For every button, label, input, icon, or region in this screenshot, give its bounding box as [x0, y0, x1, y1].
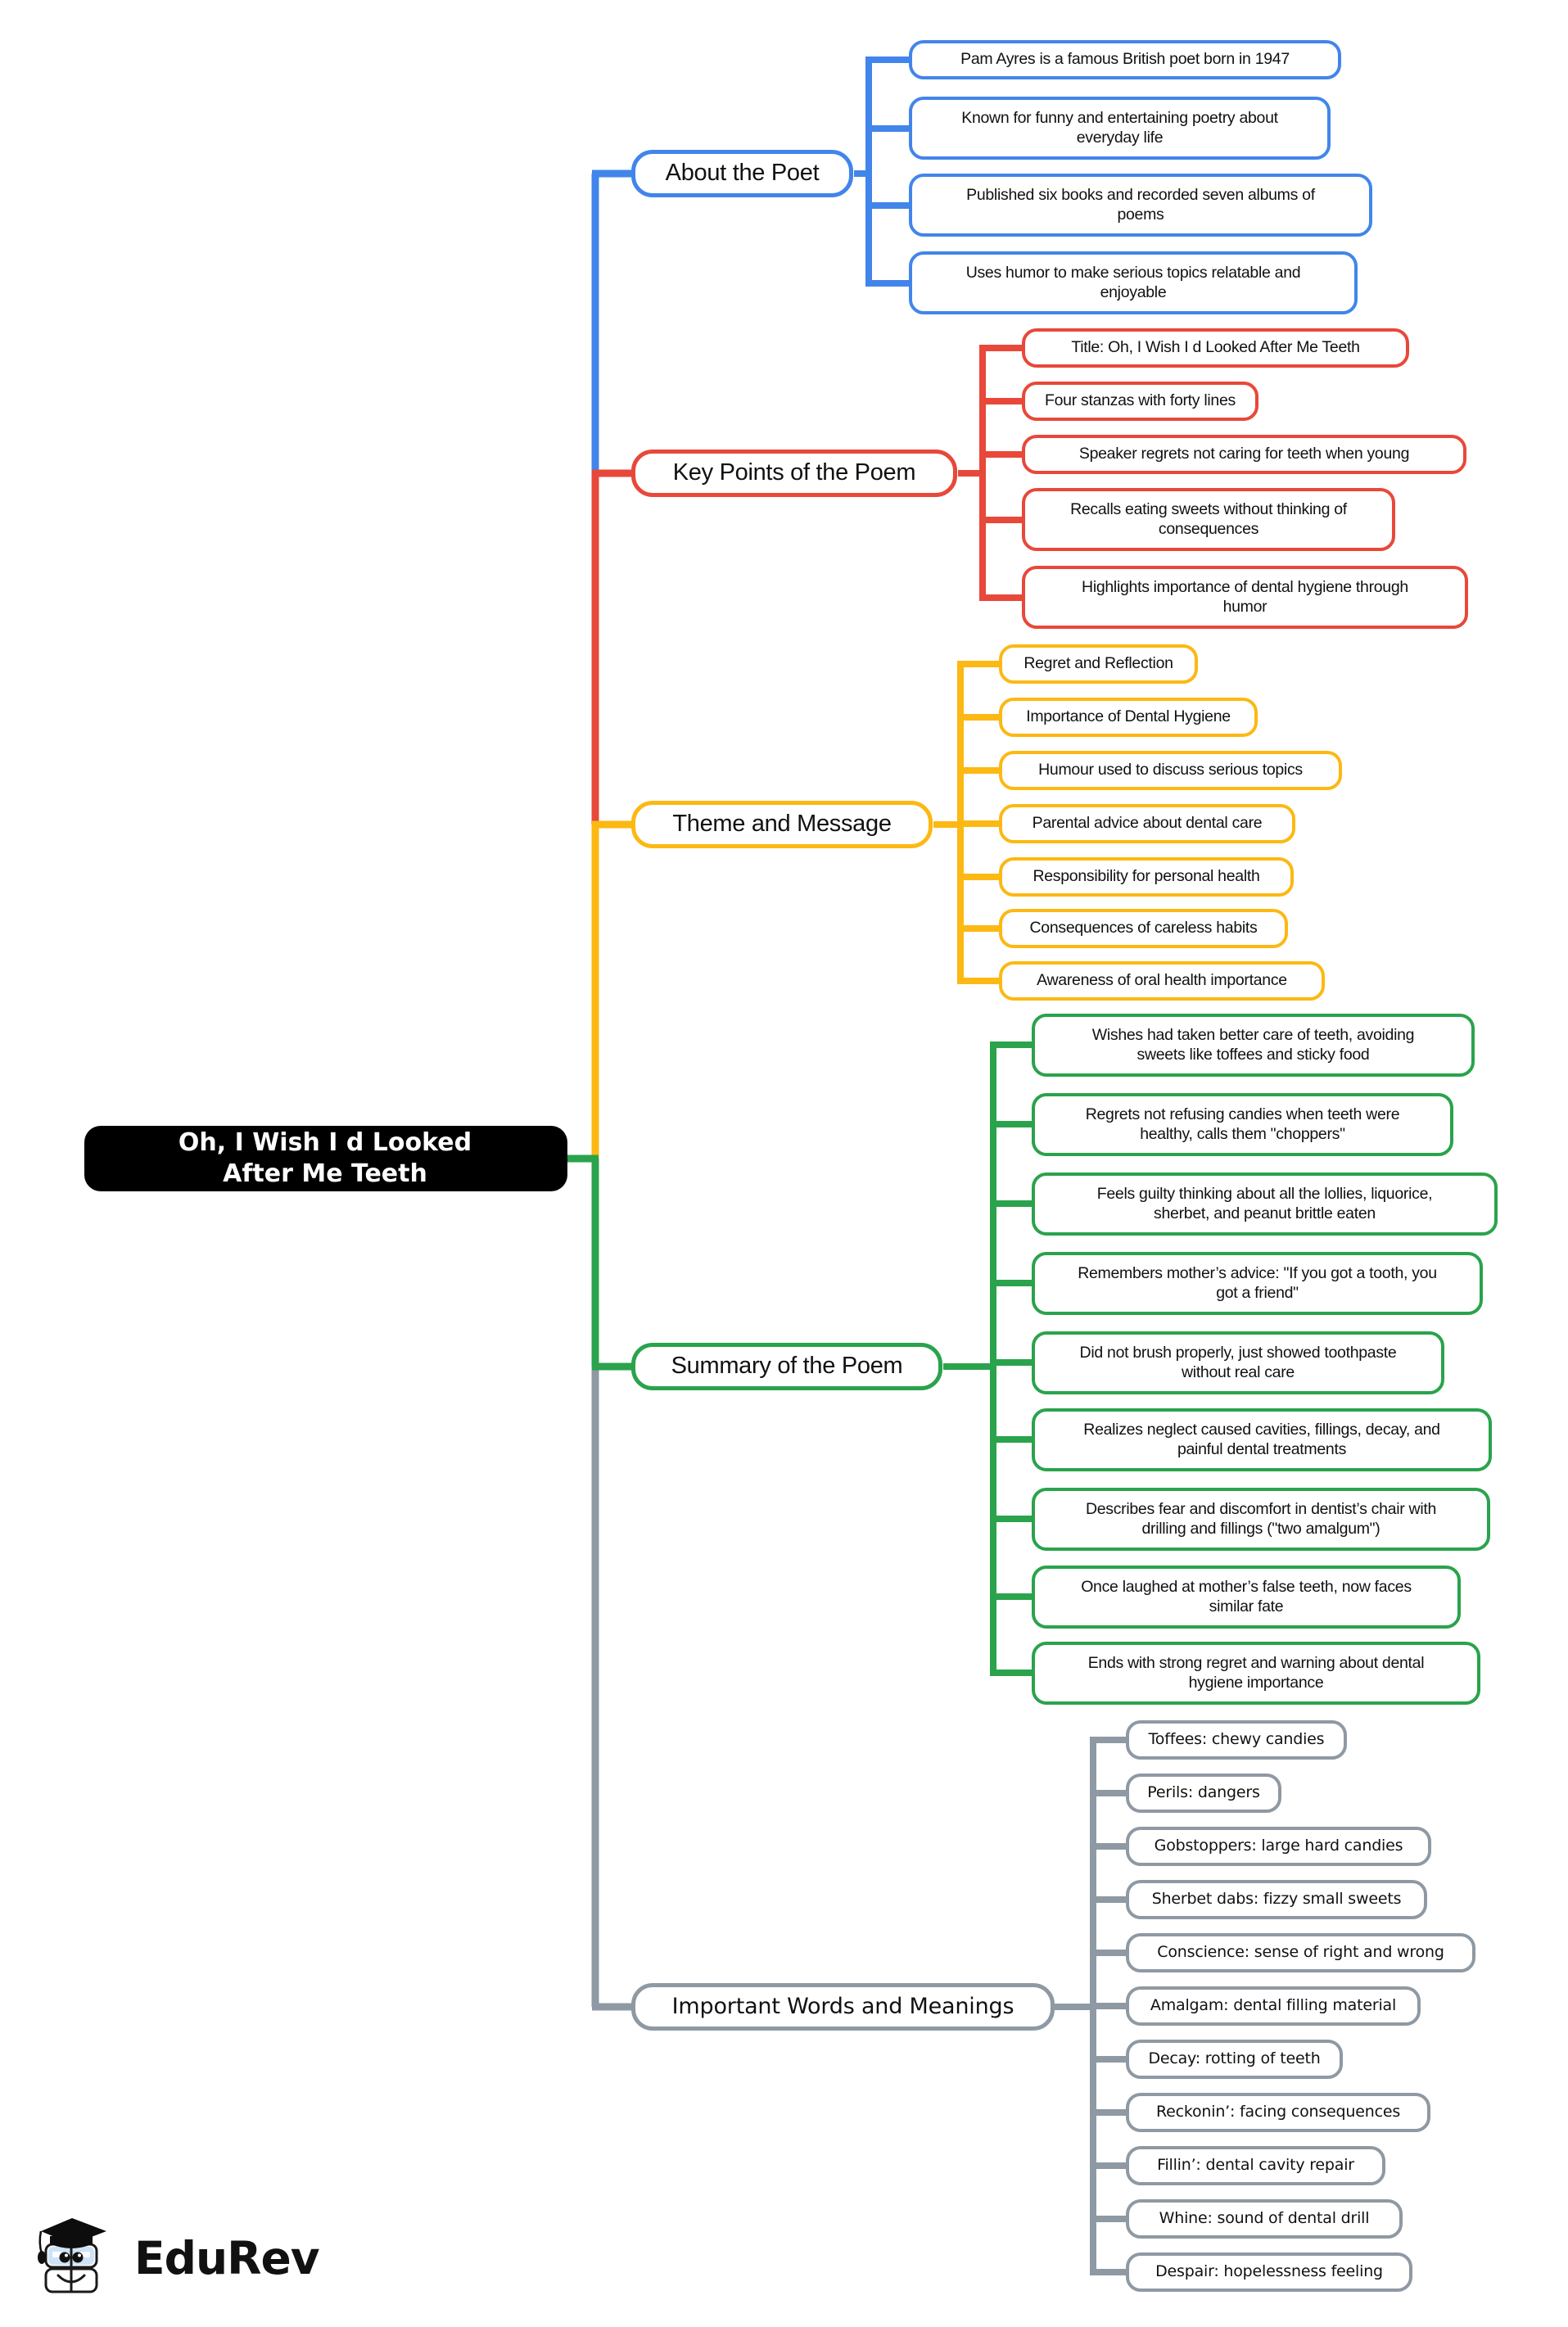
leaf-summary-5[interactable]: Realizes neglect caused cavities, fillin…: [1032, 1408, 1492, 1471]
branch-label-theme-and-message[interactable]: Theme and Message: [631, 801, 933, 848]
leaf-words-3[interactable]: Sherbet dabs: fizzy small sweets: [1126, 1880, 1427, 1919]
leaf-summary-1[interactable]: Regrets not refusing candies when teeth …: [1032, 1093, 1453, 1156]
leaf-words-7[interactable]: Reckonin’: facing consequences: [1126, 2093, 1430, 2132]
leaf-theme-0[interactable]: Regret and Reflection: [999, 644, 1198, 684]
leaf-theme-1[interactable]: Importance of Dental Hygiene: [999, 698, 1258, 737]
leaf-summary-7[interactable]: Once laughed at mother’s false teeth, no…: [1032, 1566, 1461, 1629]
root-node[interactable]: Oh, I Wish I d Looked After Me Teeth: [84, 1126, 567, 1191]
leaf-words-9[interactable]: Whine: sound of dental drill: [1126, 2199, 1403, 2239]
graduation-cap-book-mascot-icon: [38, 2218, 106, 2293]
leaf-words-4[interactable]: Conscience: sense of right and wrong: [1126, 1933, 1475, 1972]
leaf-key-points-0[interactable]: Title: Oh, I Wish I d Looked After Me Te…: [1022, 328, 1409, 368]
leaf-key-points-2[interactable]: Speaker regrets not caring for teeth whe…: [1022, 435, 1466, 474]
leaf-words-5[interactable]: Amalgam: dental filling material: [1126, 1986, 1421, 2026]
root-title: Oh, I Wish I d Looked After Me Teeth: [178, 1127, 472, 1188]
branch-label-important-words-and-meanings[interactable]: Important Words and Meanings: [631, 1983, 1055, 2031]
leaf-about-the-poet-1[interactable]: Known for funny and entertaining poetry …: [909, 97, 1331, 160]
leaf-theme-2[interactable]: Humour used to discuss serious topics: [999, 751, 1342, 790]
leaf-summary-4[interactable]: Did not brush properly, just showed toot…: [1032, 1331, 1444, 1394]
leaf-key-points-1[interactable]: Four stanzas with forty lines: [1022, 382, 1258, 421]
leaf-key-points-3[interactable]: Recalls eating sweets without thinking o…: [1022, 488, 1395, 551]
leaf-about-the-poet-0[interactable]: Pam Ayres is a famous British poet born …: [909, 40, 1341, 79]
leaf-theme-3[interactable]: Parental advice about dental care: [999, 804, 1295, 843]
leaf-summary-6[interactable]: Describes fear and discomfort in dentist…: [1032, 1488, 1490, 1551]
leaf-words-10[interactable]: Despair: hopelessness feeling: [1126, 2252, 1412, 2292]
leaf-theme-6[interactable]: Awareness of oral health importance: [999, 961, 1325, 1001]
branch-label-about-the-poet[interactable]: About the Poet: [631, 150, 853, 197]
leaf-key-points-4[interactable]: Highlights importance of dental hygiene …: [1022, 566, 1468, 629]
edurev-logo: EduRev: [31, 2211, 320, 2306]
leaf-theme-5[interactable]: Consequences of careless habits: [999, 909, 1288, 948]
leaf-theme-4[interactable]: Responsibility for personal health: [999, 857, 1294, 897]
edurev-wordmark: EduRev: [134, 2232, 320, 2284]
leaf-summary-0[interactable]: Wishes had taken better care of teeth, a…: [1032, 1014, 1475, 1077]
leaf-summary-2[interactable]: Feels guilty thinking about all the loll…: [1032, 1173, 1498, 1236]
leaf-about-the-poet-2[interactable]: Published six books and recorded seven a…: [909, 174, 1372, 237]
leaf-about-the-poet-3[interactable]: Uses humor to make serious topics relata…: [909, 251, 1358, 314]
branch-label-summary-of-the-poem[interactable]: Summary of the Poem: [631, 1343, 942, 1390]
leaf-words-1[interactable]: Perils: dangers: [1126, 1773, 1281, 1813]
leaf-words-2[interactable]: Gobstoppers: large hard candies: [1126, 1827, 1431, 1866]
leaf-words-8[interactable]: Fillin’: dental cavity repair: [1126, 2146, 1385, 2185]
leaf-words-0[interactable]: Toffees: chewy candies: [1126, 1720, 1347, 1760]
leaf-summary-8[interactable]: Ends with strong regret and warning abou…: [1032, 1642, 1480, 1705]
leaf-words-6[interactable]: Decay: rotting of teeth: [1126, 2040, 1343, 2079]
branch-label-key-points-of-the-poem[interactable]: Key Points of the Poem: [631, 450, 957, 497]
leaf-summary-3[interactable]: Remembers mother’s advice: "If you got a…: [1032, 1252, 1483, 1315]
